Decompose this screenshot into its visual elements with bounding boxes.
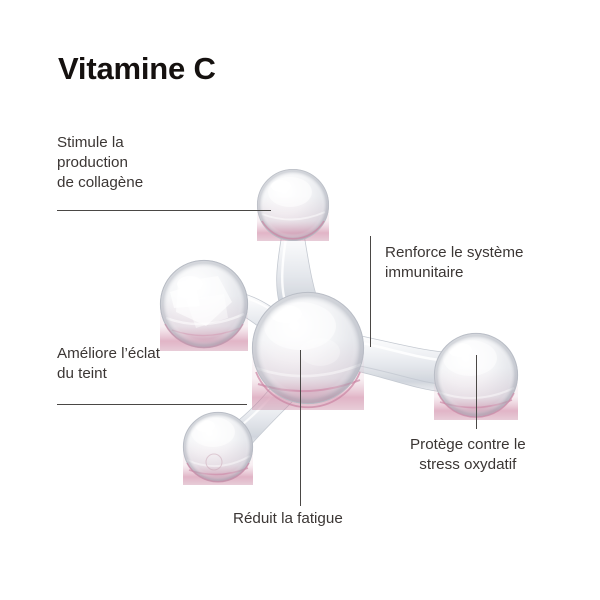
page-title: Vitamine C: [58, 51, 216, 86]
leader-line-immunity: [370, 236, 371, 347]
sphere-upper-left: [159, 259, 249, 349]
callout-label-oxidative: Protège contre le stress oxydatif: [410, 436, 526, 474]
callout-label-collagen: Stimule la production de collagène: [57, 134, 144, 192]
callout-label-immunity: Renforce le système immunitaire: [385, 244, 524, 282]
leader-line-radiance: [57, 404, 247, 405]
sphere-center: [251, 291, 365, 409]
leader-line-fatigue: [300, 350, 301, 506]
leader-line-collagen: [57, 210, 271, 211]
sphere-lower-left: [182, 411, 254, 483]
sphere-top: [256, 168, 330, 242]
leader-line-oxidative: [476, 355, 477, 429]
callout-label-fatigue: Réduit la fatigue: [233, 510, 343, 527]
callout-label-radiance: Améliore l’éclat du teint: [57, 345, 160, 383]
